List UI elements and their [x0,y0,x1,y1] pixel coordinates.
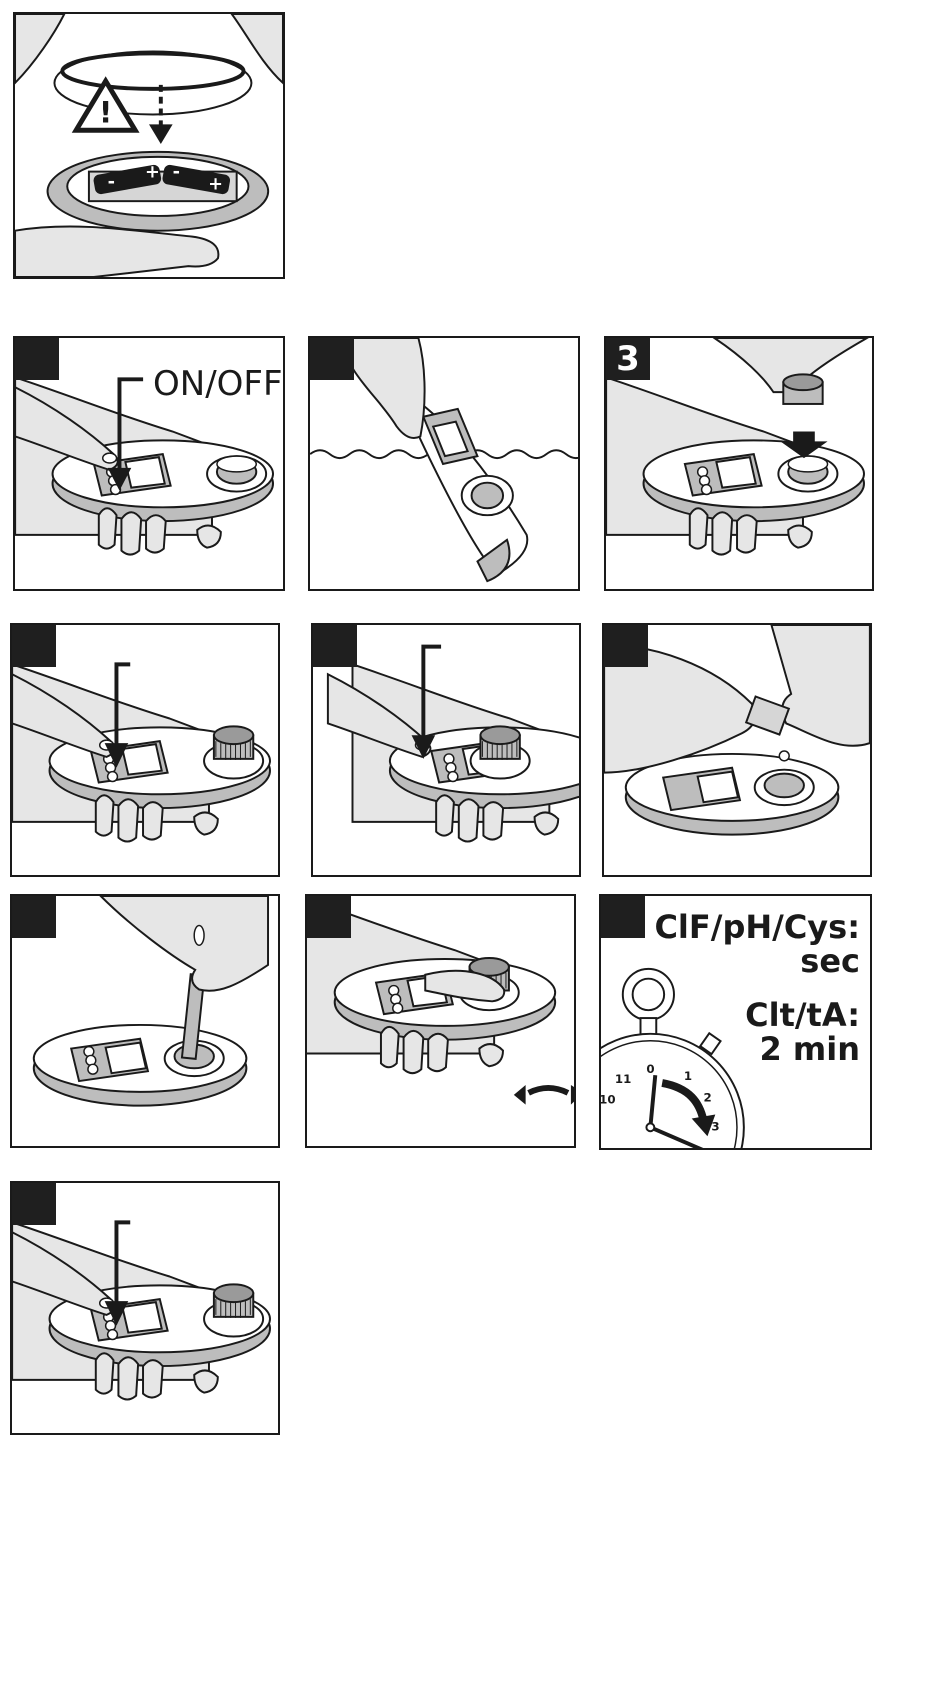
step-number-box [604,625,648,667]
step-number-box [12,1183,56,1225]
svg-text:+: + [145,163,160,183]
step-number-box [12,625,56,667]
timer-label-1: ClF/pH/Cys: [654,910,860,944]
step-1-panel: ON/OFF [13,336,285,591]
timer-label-4: 2 min [760,1032,861,1066]
clock-number: 0 [646,1062,654,1076]
step-number-box [15,338,59,380]
timer-label-2: sec [800,944,860,978]
clock-number: 10 [601,1093,616,1107]
svg-text:+: + [208,174,223,194]
step-5-panel [311,623,581,877]
step-number-box: 3 [606,338,650,380]
step-10-panel [10,1181,280,1435]
svg-text:!: ! [99,95,112,129]
step-8-panel [305,894,576,1148]
clock-number: 1 [684,1069,692,1083]
timer-label-3: Clt/tA: [745,998,860,1032]
step-7-panel [10,894,280,1148]
step-2-panel [308,336,580,591]
svg-text:-: - [108,172,115,192]
clock-number: 11 [615,1072,631,1086]
on-off-label: ON/OFF [153,364,283,404]
step-9-panel: ClF/pH/Cys: sec Clt/tA: 2 min 0 1 2 3 11… [599,894,872,1150]
battery-panel: ! - + - + [13,12,285,279]
step-6-panel [602,623,872,877]
step-number-box [12,896,56,938]
step-4-panel [10,623,280,877]
step-number-box [313,625,357,667]
step-number-box [601,896,645,938]
svg-text:-: - [173,163,180,183]
battery-illustration: ! - + - + [15,14,283,277]
clock-number: 2 [704,1091,712,1105]
step-number-box [310,338,354,380]
step-number-box [307,896,351,938]
rotate-icon [529,1088,568,1093]
step-3-panel: 3 [604,336,874,591]
